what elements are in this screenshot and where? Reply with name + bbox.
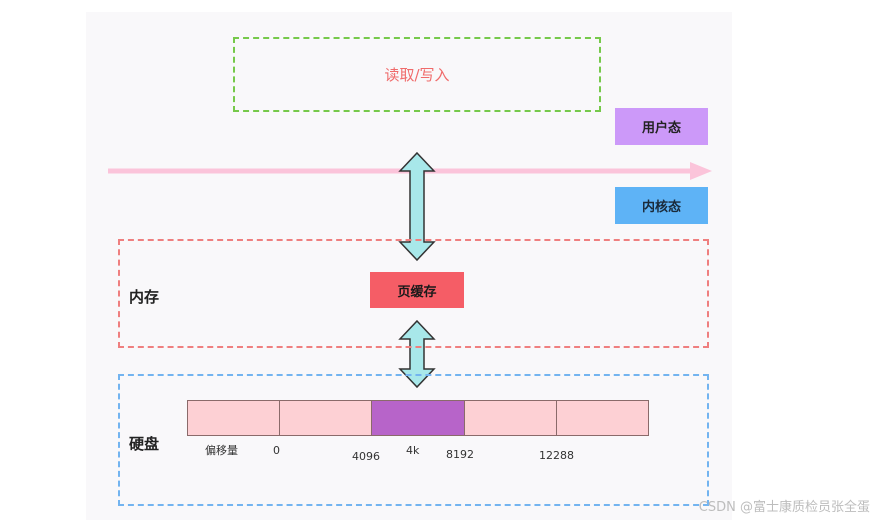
page-cache-box: 页缓存 <box>370 272 464 308</box>
boundary-arrow-head <box>690 162 712 180</box>
double-arrow-upper <box>398 151 436 262</box>
tick-label: 4096 <box>352 450 380 463</box>
disk-block <box>555 400 650 436</box>
kernel-mode-label: 内核态 <box>641 200 681 215</box>
memory-region <box>118 239 709 348</box>
tick-label: 4k <box>406 444 420 457</box>
kernel-mode-badge: 内核态 <box>615 187 708 224</box>
disk-block-active <box>371 400 464 436</box>
double-arrow-lower <box>398 319 436 389</box>
user-space-operation-box: 读取/写入 <box>233 37 601 112</box>
offset-label: 偏移量 <box>205 444 238 457</box>
tick-label: 12288 <box>539 449 574 462</box>
disk-block <box>463 400 556 436</box>
operation-label: 读取/写入 <box>384 66 450 84</box>
disk-region <box>118 374 709 506</box>
tick-label: 8192 <box>446 448 474 461</box>
watermark: CSDN @富士康质检员张全蛋 <box>698 500 870 515</box>
user-mode-label: 用户态 <box>641 121 681 136</box>
user-mode-badge: 用户态 <box>615 108 708 145</box>
memory-label: 内存 <box>129 288 160 306</box>
disk-block <box>279 400 372 436</box>
disk-label: 硬盘 <box>129 435 160 453</box>
page-cache-label: 页缓存 <box>397 284 437 300</box>
disk-block-row <box>187 400 650 436</box>
disk-block <box>187 400 280 436</box>
tick-label: 0 <box>273 444 280 457</box>
